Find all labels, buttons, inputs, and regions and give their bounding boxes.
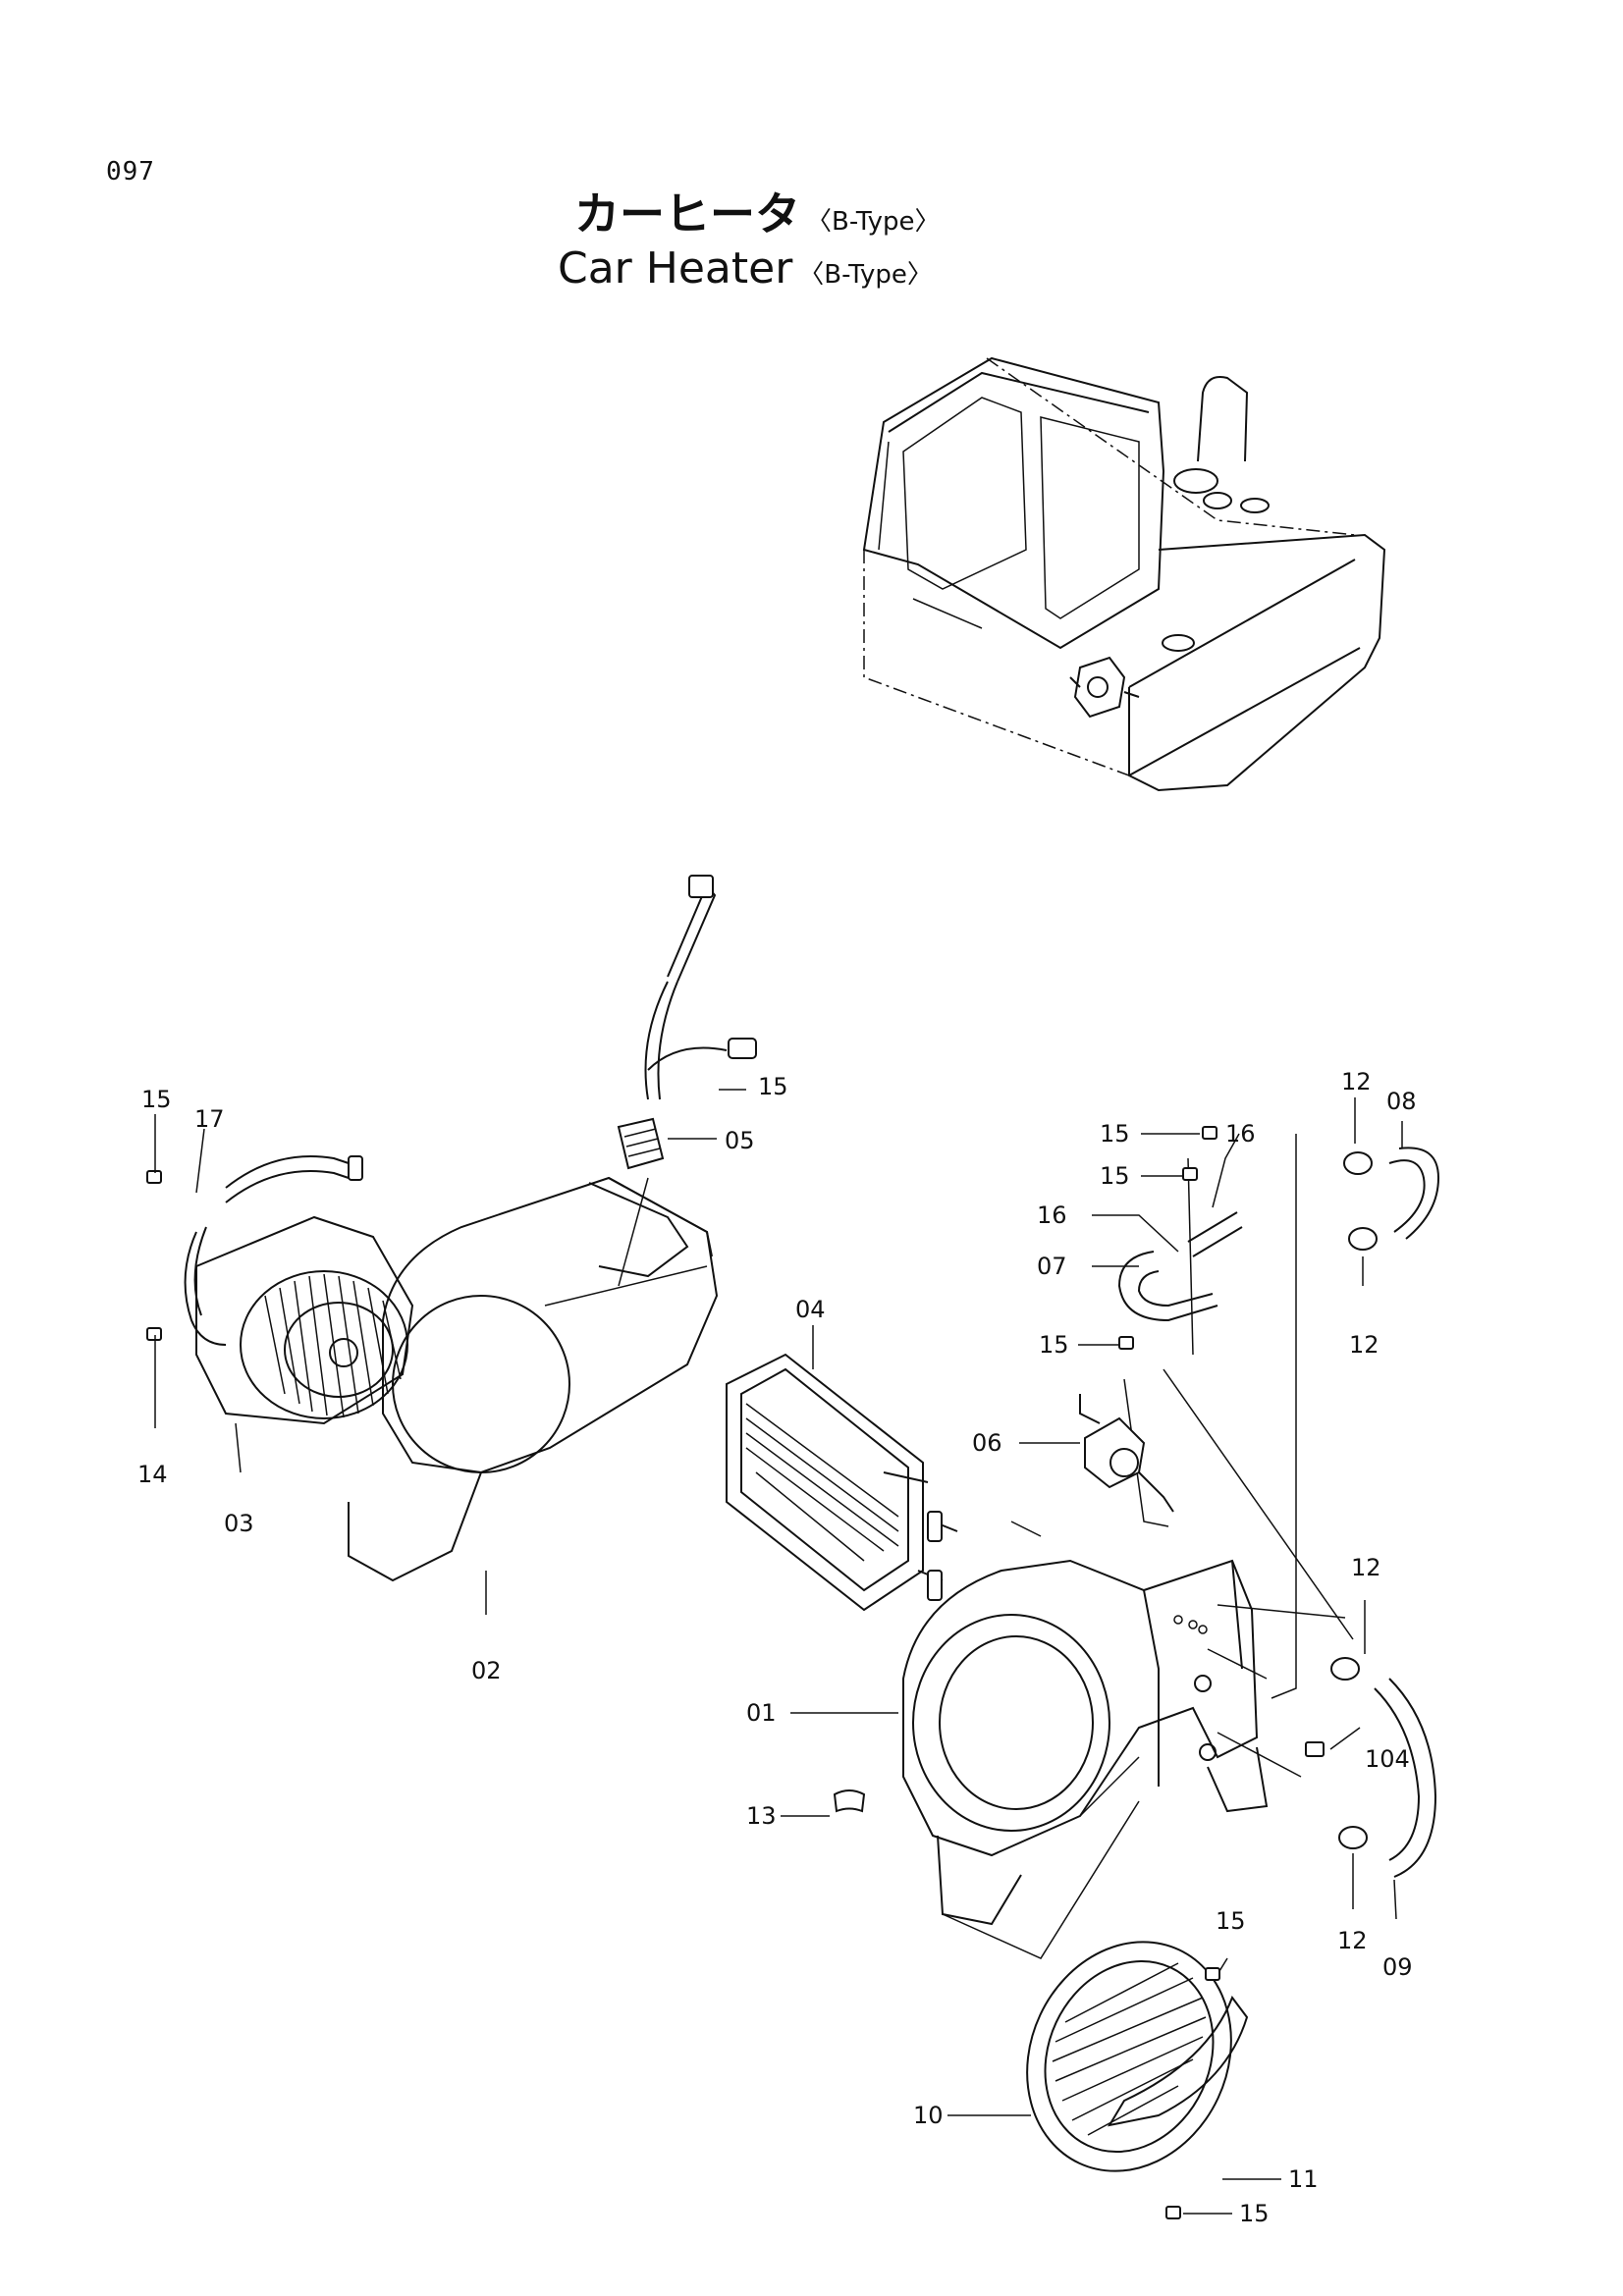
title-english-text: Car Heater: [558, 243, 793, 294]
callout-13: 13: [746, 1802, 777, 1830]
callout-02: 02: [471, 1657, 502, 1684]
blower-motor-part-03: [184, 1155, 414, 1425]
heater-core-part-04: [726, 1353, 958, 1612]
callout-14: 14: [137, 1461, 168, 1488]
title-japanese-variant: 〈B-Type〉: [806, 207, 941, 237]
hose-clamps-part-12: [1330, 1151, 1378, 1849]
control-cable-assembly: [644, 875, 757, 1100]
callout-04: 04: [795, 1296, 826, 1323]
callout-06: 06: [972, 1429, 1002, 1457]
callout-16: 16: [1037, 1201, 1067, 1229]
hose-part-09: [1374, 1678, 1437, 1878]
callout-03: 03: [224, 1510, 254, 1537]
callout-11: 11: [1288, 2165, 1319, 2193]
callout-07: 07: [1037, 1253, 1067, 1280]
callout-12: 12: [1337, 1927, 1368, 1954]
callout-15: 15: [1100, 1162, 1130, 1190]
excavator-overview-illustration: [862, 356, 1386, 792]
callout-15: 15: [141, 1086, 172, 1113]
title-english: Car Heater〈B-Type〉: [558, 243, 933, 294]
callout-15: 15: [1239, 2200, 1270, 2227]
water-valve-part-06: [1079, 1394, 1174, 1513]
callout-15: 15: [1039, 1331, 1069, 1359]
callout-15: 15: [758, 1073, 788, 1100]
title-japanese-text: カーヒータ: [574, 187, 800, 240]
callout-10: 10: [913, 2102, 944, 2129]
page-number: 097: [106, 157, 155, 187]
callout-16: 16: [1225, 1120, 1256, 1148]
grille-part-10: [1026, 1941, 1232, 2172]
heater-location-marker: [1069, 656, 1140, 719]
blower-housing-part-02: [348, 1176, 719, 1582]
callout-15: 15: [1100, 1120, 1130, 1148]
cover-part-11: [1107, 1995, 1249, 2127]
callout-05: 05: [725, 1127, 755, 1154]
hose-part-08: [1388, 1147, 1440, 1240]
title-japanese: カーヒータ〈B-Type〉: [574, 179, 941, 243]
assembly-guide-lines: [618, 1134, 1354, 1959]
callout-15: 15: [1216, 1907, 1246, 1935]
filter-part-05: [617, 1117, 665, 1170]
title-english-variant: 〈B-Type〉: [798, 260, 933, 290]
hose-part-07: [1117, 1211, 1243, 1322]
callout-12: 12: [1351, 1554, 1381, 1581]
callout-17: 17: [194, 1105, 225, 1133]
bolts-and-screws: [146, 1126, 1325, 2219]
callout-12: 12: [1341, 1068, 1372, 1095]
callout-104: 104: [1365, 1745, 1410, 1773]
callout-12: 12: [1349, 1331, 1380, 1359]
heater-case-part-01: [902, 1559, 1269, 1926]
callout-08: 08: [1386, 1088, 1417, 1115]
callout-01: 01: [746, 1699, 777, 1727]
callout-09: 09: [1382, 1953, 1413, 1981]
callout-labels: 15 17 14 03 02 15 05 04 15 16 15 16 07 1…: [137, 1068, 1417, 2227]
callout-leader-lines: [154, 1089, 1403, 2215]
